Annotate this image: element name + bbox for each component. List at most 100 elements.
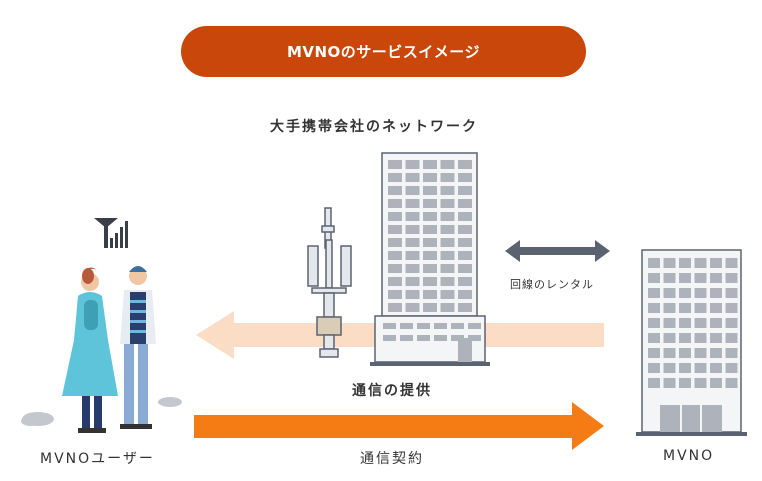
building-window bbox=[710, 258, 722, 268]
building-window bbox=[458, 212, 472, 221]
building-window bbox=[663, 363, 676, 373]
building-window bbox=[451, 335, 464, 341]
building-window bbox=[423, 173, 437, 182]
building-window bbox=[383, 323, 396, 329]
building-window bbox=[725, 303, 738, 313]
building-window bbox=[423, 160, 437, 169]
building-window bbox=[648, 258, 660, 268]
building-window bbox=[648, 333, 660, 343]
building-window bbox=[388, 199, 402, 208]
building-window bbox=[458, 251, 472, 260]
building-window bbox=[405, 225, 420, 234]
building-window bbox=[725, 363, 738, 373]
building-window bbox=[388, 173, 402, 182]
building-window bbox=[400, 323, 413, 329]
building-window bbox=[725, 348, 738, 358]
building-window bbox=[648, 303, 660, 313]
building-window bbox=[710, 288, 722, 298]
building-window bbox=[648, 318, 660, 328]
building-window bbox=[710, 348, 722, 358]
building-window bbox=[423, 199, 437, 208]
building-window bbox=[388, 186, 402, 195]
building-window bbox=[725, 318, 738, 328]
cell-tower-icon bbox=[307, 207, 352, 358]
building-window bbox=[423, 186, 437, 195]
building-window bbox=[451, 323, 464, 329]
building-window bbox=[423, 277, 437, 286]
building-window bbox=[663, 348, 676, 358]
building-window bbox=[694, 273, 707, 283]
building-window bbox=[440, 277, 455, 286]
building-window bbox=[458, 186, 472, 195]
building-window bbox=[679, 273, 691, 283]
building-window bbox=[710, 318, 722, 328]
building-window bbox=[679, 333, 691, 343]
line-rental-arrow bbox=[505, 240, 610, 262]
building-window bbox=[663, 303, 676, 313]
building-window bbox=[440, 199, 455, 208]
building-window bbox=[388, 160, 402, 169]
building-window bbox=[710, 273, 722, 283]
building-window bbox=[458, 277, 472, 286]
building-window bbox=[423, 225, 437, 234]
building-window bbox=[694, 258, 707, 268]
building-window bbox=[725, 333, 738, 343]
building-window bbox=[679, 303, 691, 313]
building-window bbox=[458, 238, 472, 247]
building-window bbox=[434, 323, 447, 329]
people-icon bbox=[62, 266, 156, 433]
line-rental-label: 回線のレンタル bbox=[510, 278, 594, 291]
building-window bbox=[405, 160, 420, 169]
building-window bbox=[663, 333, 676, 343]
building-window bbox=[405, 199, 420, 208]
building-window bbox=[725, 258, 738, 268]
building-window bbox=[388, 290, 402, 299]
building-window bbox=[458, 264, 472, 273]
building-window bbox=[458, 199, 472, 208]
building-window bbox=[663, 378, 676, 388]
building-window bbox=[679, 258, 691, 268]
building-window bbox=[694, 288, 707, 298]
building-window bbox=[388, 225, 402, 234]
contract-arrow bbox=[194, 402, 604, 450]
building-window bbox=[648, 378, 660, 388]
building-window bbox=[679, 378, 691, 388]
building-window bbox=[679, 318, 691, 328]
building-window bbox=[388, 277, 402, 286]
signal-strength-icon bbox=[94, 218, 128, 248]
building-window bbox=[388, 303, 402, 312]
building-window bbox=[468, 323, 481, 329]
contract-label: 通信契約 bbox=[360, 451, 424, 467]
building-window bbox=[710, 303, 722, 313]
building-window bbox=[648, 348, 660, 358]
building-window bbox=[405, 186, 420, 195]
building-window bbox=[694, 378, 707, 388]
building-window bbox=[694, 363, 707, 373]
mvno-users-label: MVNOユーザー bbox=[40, 451, 155, 467]
building-window bbox=[648, 363, 660, 373]
building-window bbox=[423, 251, 437, 260]
building-window bbox=[383, 335, 396, 341]
building-window bbox=[725, 273, 738, 283]
building-window bbox=[458, 303, 472, 312]
mvno-label: MVNO bbox=[663, 448, 715, 464]
building-window bbox=[710, 378, 722, 388]
building-window bbox=[417, 335, 430, 341]
building-window bbox=[694, 348, 707, 358]
building-window bbox=[679, 363, 691, 373]
building-window bbox=[663, 258, 676, 268]
building-window bbox=[710, 333, 722, 343]
building-window bbox=[725, 288, 738, 298]
building-window bbox=[423, 264, 437, 273]
service-provision-label: 通信の提供 bbox=[352, 383, 432, 399]
building-window bbox=[458, 160, 472, 169]
building-window bbox=[405, 277, 420, 286]
building-window bbox=[405, 238, 420, 247]
building-window bbox=[440, 173, 455, 182]
carrier-network-label: 大手携帯会社のネットワーク bbox=[270, 119, 478, 135]
building-window bbox=[694, 333, 707, 343]
building-window bbox=[679, 288, 691, 298]
building-window bbox=[694, 303, 707, 313]
building-window bbox=[440, 238, 455, 247]
